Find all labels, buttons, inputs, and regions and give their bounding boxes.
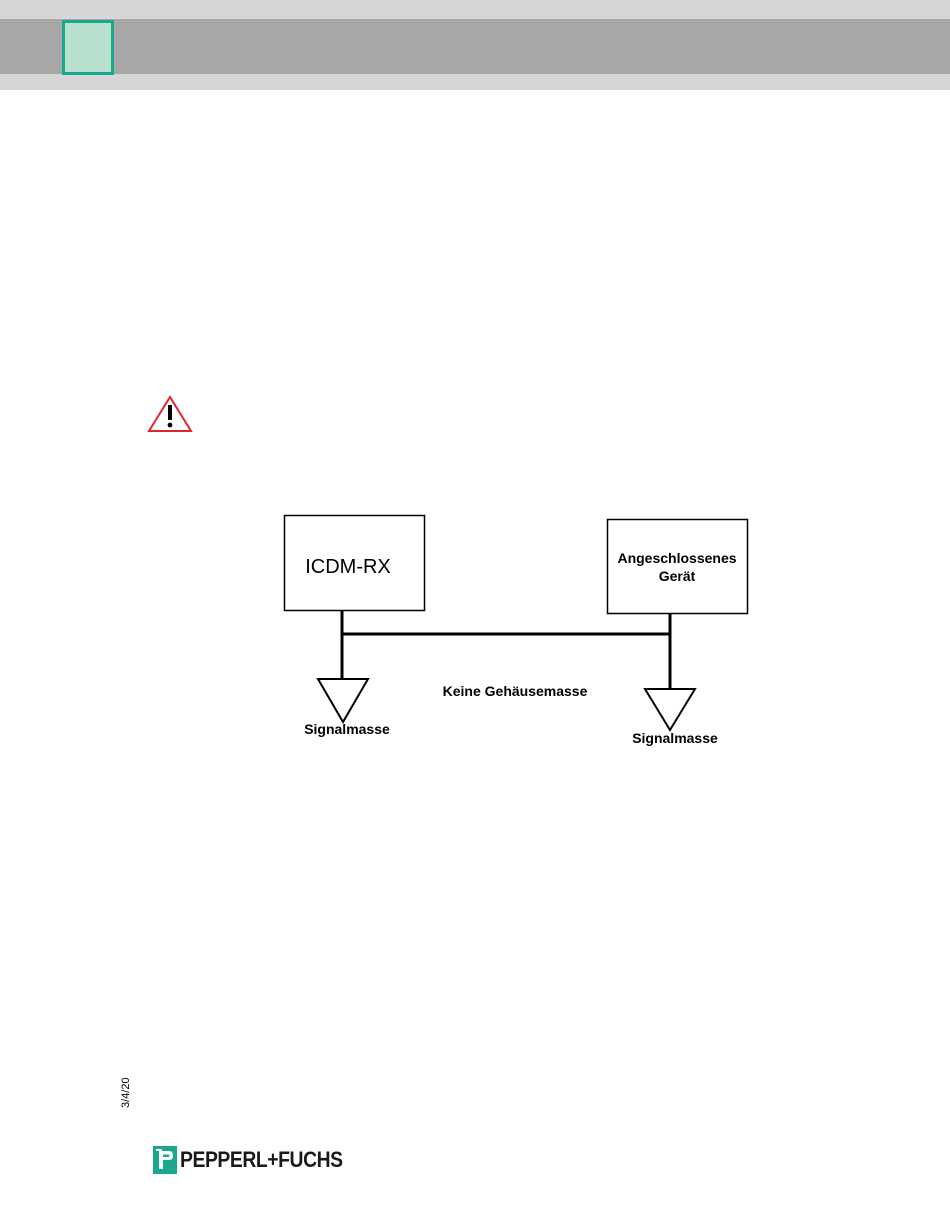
connected-device-label-line1: Angeschlossenes bbox=[617, 550, 736, 566]
right-signal-ground-label: Signalmasse bbox=[632, 730, 718, 746]
logo-text: PEPPERL+FUCHS bbox=[180, 1149, 343, 1171]
icdm-rx-box bbox=[285, 516, 425, 611]
right-ground-symbol bbox=[645, 689, 695, 730]
pepperl-fuchs-logo: PEPPERL+FUCHS bbox=[153, 1145, 365, 1175]
pepperl-fuchs-logo-icon bbox=[153, 1146, 177, 1174]
date-stamp: 3/4/20 bbox=[120, 1068, 134, 1108]
left-ground-symbol bbox=[318, 679, 368, 722]
left-signal-ground-label: Signalmasse bbox=[304, 721, 390, 737]
connected-device-box bbox=[608, 520, 748, 614]
no-chassis-ground-label: Keine Gehäusemasse bbox=[443, 683, 588, 699]
warning-triangle-icon bbox=[147, 395, 193, 433]
connected-device-label-line2: Gerät bbox=[659, 568, 696, 584]
icdm-rx-label: ICDM-RX bbox=[305, 556, 391, 578]
chapter-marker bbox=[62, 20, 114, 75]
header-bar bbox=[0, 19, 950, 74]
